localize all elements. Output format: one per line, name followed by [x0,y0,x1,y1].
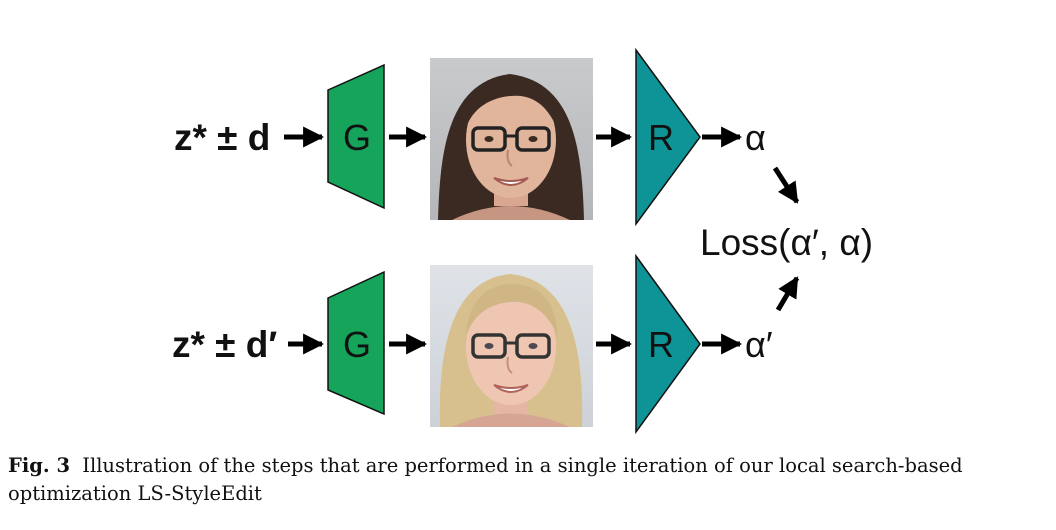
output-label-bottom: α′ [745,324,773,365]
regressor-block-top [635,47,701,227]
arrow-alpha-prime-to-loss [775,276,800,312]
generator-label-bottom: G [343,324,371,365]
generator-block-top [327,63,385,210]
row-top: z* ± d G R α [174,47,766,227]
caption-text: Illustration of the steps that are perfo… [8,454,963,505]
figure-caption: Fig. 3 Illustration of the steps that ar… [8,452,1048,508]
generator-label-top: G [343,117,371,158]
regressor-label-bottom: R [648,324,674,365]
face-image-top [430,58,593,220]
output-label-top: α [745,117,766,158]
input-label-top: z* ± d [174,117,270,158]
regressor-block-bottom [635,253,701,435]
regressor-label-top: R [648,117,674,158]
figure-number: Fig. 3 [8,454,71,477]
row-bottom: z* ± d′ G R α′ [172,253,773,435]
arrow-alpha-to-loss [772,166,800,204]
input-label-bottom: z* ± d′ [172,324,277,365]
face-image-bottom [430,265,593,427]
pipeline-diagram: z* ± d G R α Loss(α′, α) [172,47,873,435]
generator-block-bottom [327,270,385,416]
loss-label: Loss(α′, α) [700,222,873,263]
